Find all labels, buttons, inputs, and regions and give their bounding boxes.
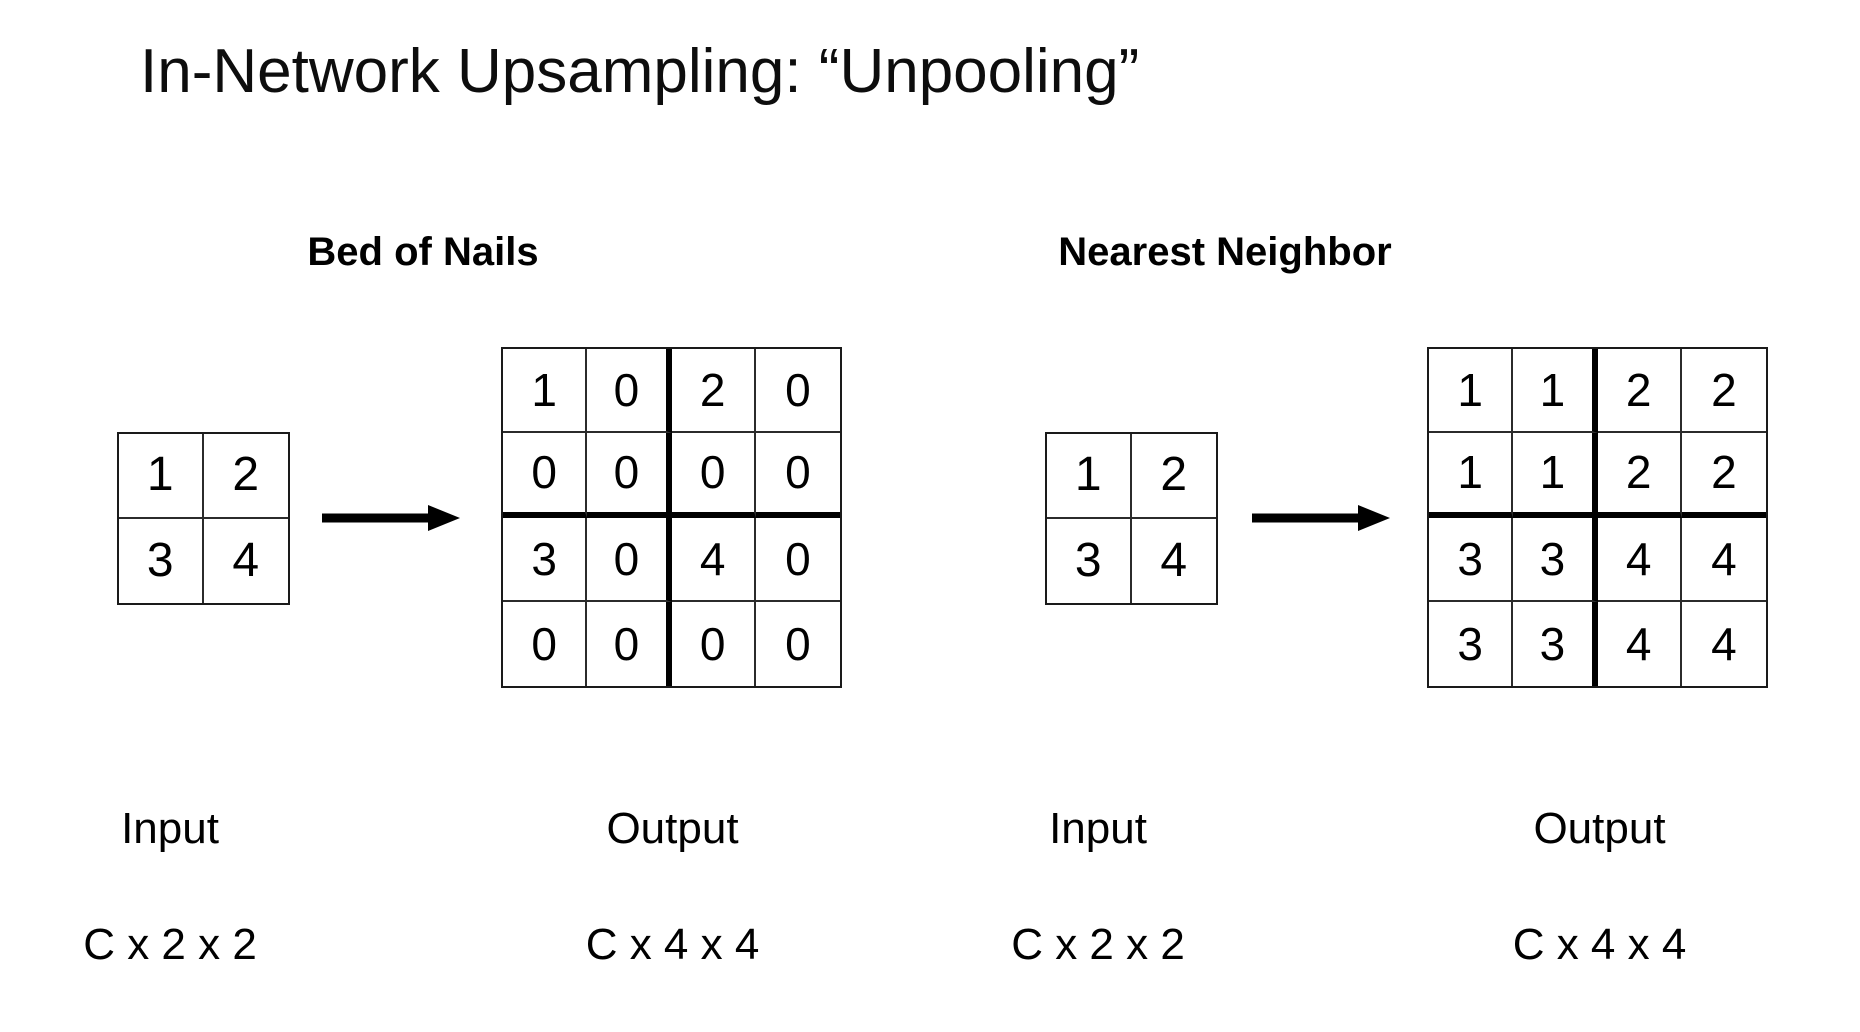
grid-cell: 4 xyxy=(1681,518,1766,602)
grid-cell: 4 xyxy=(1711,617,1737,670)
grid-cell: 2 xyxy=(1681,349,1766,434)
grid-cell: 2 xyxy=(1597,433,1682,518)
grid-cell: 0 xyxy=(755,518,840,602)
grid-cell: 1 xyxy=(1047,434,1132,519)
grid-cell: 0 xyxy=(755,349,840,434)
grid-cell: 1 xyxy=(119,434,204,519)
slide-canvas: { "slide": { "title": "In-Network Upsamp… xyxy=(83,37,1768,970)
grid-cell: 0 xyxy=(587,517,672,602)
caption-output-bed-of-nails: Output C x 4 x 4 xyxy=(500,742,845,1032)
grid-cell: 2 xyxy=(1597,349,1682,434)
caption-shape: C x 2 x 2 xyxy=(1011,920,1185,970)
caption-title: Output xyxy=(606,804,739,854)
grid-cell: 1 xyxy=(1513,433,1598,518)
caption-shape: C x 4 x 4 xyxy=(585,920,760,970)
grid-cell: 0 xyxy=(587,433,672,518)
grid-cell: 0 xyxy=(503,433,588,518)
caption-title: Input xyxy=(121,804,219,854)
page-title: In-Network Upsampling: “Unpooling” xyxy=(140,37,1140,106)
caption-shape: C x 4 x 4 xyxy=(1512,920,1687,970)
grid-cell: 0 xyxy=(671,433,756,518)
grid-cell: 1 xyxy=(1429,433,1514,518)
section-heading-nearest-neighbor: Nearest Neighbor xyxy=(1058,230,1392,274)
grid-cell: 0 xyxy=(587,601,672,686)
caption-title: Output xyxy=(1533,804,1666,854)
grid-cell: 0 xyxy=(503,601,588,686)
grid-cell: 2 xyxy=(203,434,288,519)
right-arrow-icon xyxy=(1252,505,1390,531)
grid-cell: 3 xyxy=(119,518,204,603)
grid-cell: 1 xyxy=(1429,349,1514,434)
grid-cell: 2 xyxy=(1131,434,1216,519)
output-grid-nearest-neighbor: 1 1 2 2 1 1 2 2 3 3 4 4 3 3 4 4 xyxy=(1427,347,1768,688)
grid-cell: 0 xyxy=(672,601,756,686)
grid-cell: 3 xyxy=(1513,601,1598,686)
caption-title: Input xyxy=(1049,804,1147,854)
input-grid-nearest-neighbor: 1 2 3 4 xyxy=(1045,432,1218,605)
grid-cell: 4 xyxy=(232,533,260,587)
caption-input-bed-of-nails: Input C x 2 x 2 xyxy=(20,742,320,1032)
grid-cell: 2 xyxy=(671,349,756,434)
grid-cell: 1 xyxy=(1513,349,1598,434)
caption-output-nearest-neighbor: Output C x 4 x 4 xyxy=(1427,742,1772,1032)
grid-cell: 4 xyxy=(671,517,756,602)
grid-cell: 0 xyxy=(587,349,672,434)
grid-cell: 4 xyxy=(1597,517,1682,602)
grid-cell: 4 xyxy=(1598,601,1682,686)
grid-cell: 3 xyxy=(503,517,588,602)
output-grid-bed-of-nails: 1 0 2 0 0 0 0 0 3 0 4 0 0 0 0 0 xyxy=(501,347,842,688)
grid-cell: 3 xyxy=(1429,517,1514,602)
grid-cell: 0 xyxy=(755,433,840,518)
caption-shape: C x 2 x 2 xyxy=(83,920,257,970)
input-grid-bed-of-nails: 1 2 3 4 xyxy=(117,432,290,605)
caption-input-nearest-neighbor: Input C x 2 x 2 xyxy=(948,742,1248,1032)
grid-cell: 2 xyxy=(1681,433,1766,518)
section-heading-bed-of-nails: Bed of Nails xyxy=(307,230,539,274)
grid-cell: 3 xyxy=(1513,517,1598,602)
grid-cell: 3 xyxy=(1429,601,1514,686)
right-arrow-icon xyxy=(322,505,460,531)
grid-cell: 1 xyxy=(503,349,588,434)
grid-cell: 0 xyxy=(785,617,811,670)
grid-cell: 3 xyxy=(1047,518,1132,603)
grid-cell: 4 xyxy=(1160,533,1188,587)
